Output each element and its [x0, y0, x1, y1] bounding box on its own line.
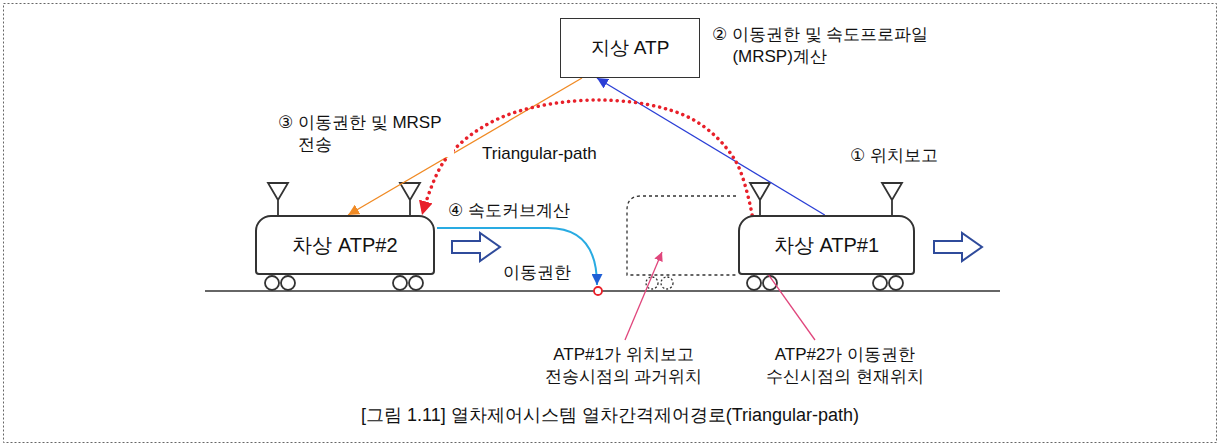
onboard-atp-train: 차상 ATP#1 [738, 215, 915, 275]
wheel-symbol [889, 276, 903, 290]
connector-label: Triangular-path [480, 143, 599, 165]
wheel-symbol [281, 276, 295, 290]
figure-border [4, 4, 1217, 443]
leader-line [625, 252, 662, 340]
wheel-symbol [747, 276, 761, 290]
position-report-arrow [597, 78, 825, 215]
connector-label: ① 위치보고 [848, 145, 940, 167]
step-note: ④ 속도커브계산 [448, 200, 570, 222]
wheel-symbol [409, 276, 423, 290]
past-position-outline [627, 196, 736, 275]
antenna-symbol [400, 183, 420, 215]
antenna-symbol [268, 183, 288, 215]
figure-caption: [그림 1.11] 열차제어시스템 열차간격제어경로(Triangular-pa… [0, 404, 1220, 427]
wheel-symbol [265, 276, 279, 290]
box-label: 차상 ATP#1 [774, 233, 879, 257]
wheel-symbol [661, 277, 673, 289]
wheel-symbols [265, 276, 903, 290]
triangular-path-arrow [422, 100, 752, 215]
position-note: ATP#1가 위치보고 전송시점의 과거위치 [536, 344, 711, 389]
box-label: 지상 ATP [591, 37, 670, 60]
wheel-symbol [393, 276, 407, 290]
direction-arrow [452, 233, 500, 261]
authority-point [594, 287, 602, 295]
position-note: ATP#2가 이동권한 수신시점의 현재위치 [750, 344, 940, 389]
antenna-symbol [882, 183, 902, 215]
direction-arrow [934, 233, 982, 261]
authority-label: 이동권한 [503, 262, 571, 284]
speed-curve [437, 228, 597, 285]
box-label: 차상 ATP#2 [292, 233, 397, 257]
connector-label: ③ 이동권한 및 MRSP 전송 [278, 112, 454, 157]
wheel-symbol [873, 276, 887, 290]
onboard-atp-train: 차상 ATP#2 [255, 215, 435, 275]
ground-atp-box: 지상 ATP [560, 18, 700, 78]
step-note: ② 이동권한 및 속도프로파일(MRSP)계산 [712, 24, 964, 69]
antenna-symbols [268, 183, 902, 215]
antenna-symbol [750, 183, 770, 215]
